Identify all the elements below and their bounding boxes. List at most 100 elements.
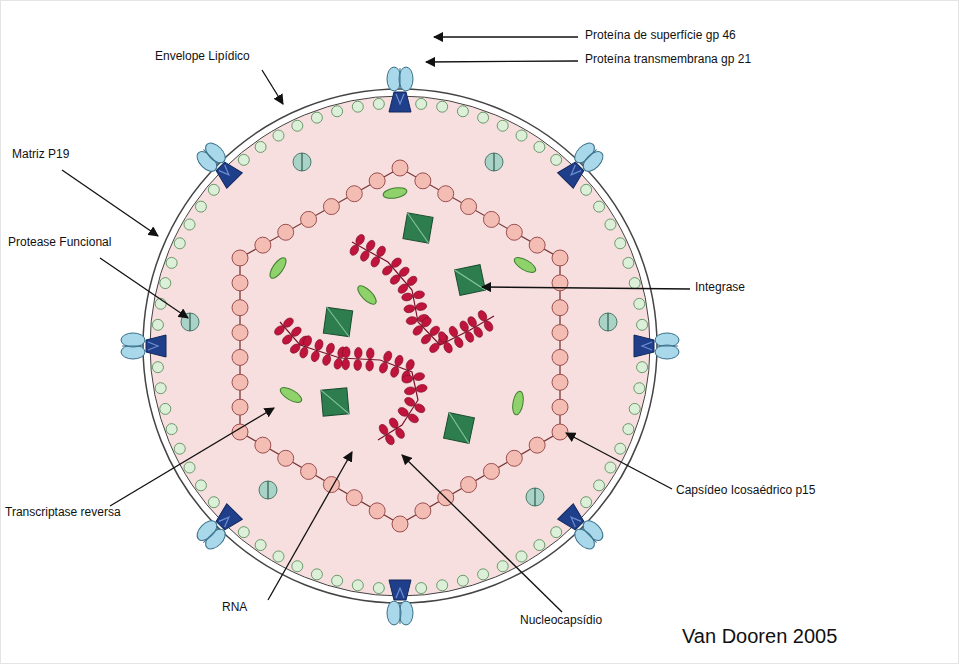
matrix-bead	[416, 98, 427, 109]
rna-base	[453, 336, 465, 349]
matrix-bead	[332, 106, 343, 117]
matrix-bead	[160, 403, 171, 414]
rna-base	[448, 325, 460, 338]
integrase-body	[321, 388, 349, 416]
capsid-bead	[483, 463, 499, 479]
matrix-bead	[255, 141, 266, 152]
matrix-bead	[273, 130, 284, 141]
integrase-group	[321, 213, 486, 443]
matrix-bead	[615, 238, 626, 249]
integrase-line	[403, 213, 433, 243]
integrase-enzyme	[444, 413, 475, 444]
rna-base	[378, 361, 389, 374]
integrase-enzyme	[455, 265, 486, 296]
capsid-bead	[552, 374, 568, 390]
matrix-bead	[615, 443, 626, 454]
integrase-enzyme	[323, 307, 352, 336]
protease-dimer	[293, 153, 311, 171]
rna-base	[348, 244, 360, 257]
capsid-bead	[483, 211, 499, 227]
virion-interior	[150, 96, 650, 596]
matrix-bead	[594, 480, 605, 491]
capsid-bead	[552, 300, 568, 316]
matrix-bead	[373, 583, 384, 594]
matrix-bead	[534, 141, 545, 152]
integrase-line	[444, 413, 475, 444]
rna-base	[420, 316, 433, 329]
rna-base	[302, 335, 313, 348]
matrix-bead	[605, 462, 616, 473]
matrix-bead	[634, 383, 645, 394]
matrix-bead	[152, 319, 163, 330]
integrase-body	[403, 213, 433, 243]
rna-base	[384, 433, 396, 446]
integrase-body	[444, 413, 475, 444]
matrix-bead	[629, 278, 640, 289]
matrix-bead	[623, 424, 634, 435]
matrix-bead	[238, 154, 249, 165]
capsid-bead	[369, 503, 385, 519]
capsid-bead	[301, 211, 317, 227]
matrix-bead	[605, 219, 616, 230]
matrix-bead	[551, 527, 562, 538]
rna-base	[299, 346, 310, 359]
rna-base	[366, 360, 374, 371]
capsid-bead	[529, 237, 545, 253]
protease-split	[189, 313, 190, 331]
rna-base	[342, 359, 350, 370]
protease-split	[267, 481, 268, 499]
rna-base	[354, 359, 362, 370]
protease-split	[607, 313, 608, 331]
rna-base	[437, 330, 449, 343]
capsid-bead	[232, 349, 248, 365]
matrix-bead	[516, 130, 527, 141]
capsid-bead	[392, 160, 408, 176]
capsid-bead	[392, 516, 408, 532]
matrix-bead	[195, 480, 206, 491]
integrase-body	[323, 307, 352, 336]
capsid-bead	[552, 325, 568, 341]
matrix-bead	[166, 424, 177, 435]
matrix-bead	[457, 575, 468, 586]
rna-base	[359, 249, 371, 262]
matrix-bead	[637, 319, 648, 330]
matrix-bead	[352, 101, 363, 112]
capsid-bead	[255, 237, 271, 253]
matrix-bead	[581, 497, 592, 508]
rna-base	[394, 427, 406, 440]
integrase-line	[323, 307, 352, 336]
capsid-bead	[415, 173, 431, 189]
matrix-bead	[184, 462, 195, 473]
capsid-bead	[438, 186, 454, 202]
rna-base	[310, 350, 321, 363]
capsid-bead	[301, 463, 317, 479]
matrix-bead	[311, 112, 322, 123]
matrix-bead	[534, 540, 545, 551]
capsid-bead	[278, 224, 294, 240]
matrix-bead	[273, 551, 284, 562]
capsid-outline	[240, 168, 560, 524]
matrix-bead	[292, 120, 303, 131]
rna-base	[388, 416, 400, 429]
rna-base	[407, 412, 420, 424]
matrix-bead	[581, 184, 592, 195]
protease-dimer	[259, 481, 277, 499]
integrase-body	[455, 265, 486, 296]
rna-base	[415, 383, 427, 393]
capsid-bead	[232, 250, 248, 266]
part-label: Protease Funcional	[8, 236, 111, 250]
part-label: RNA	[222, 601, 247, 615]
spike-ring	[121, 67, 679, 625]
matrix-bead	[594, 201, 605, 212]
rna-base	[401, 292, 413, 301]
matrix-bead	[255, 540, 266, 551]
icosahedral-capsid	[232, 160, 568, 532]
rna-base	[369, 255, 381, 268]
capsid-bead	[232, 399, 248, 415]
rna-base	[389, 365, 400, 378]
matrix-bead	[166, 257, 177, 268]
matrix-bead	[437, 580, 448, 591]
rna-base	[314, 338, 325, 351]
